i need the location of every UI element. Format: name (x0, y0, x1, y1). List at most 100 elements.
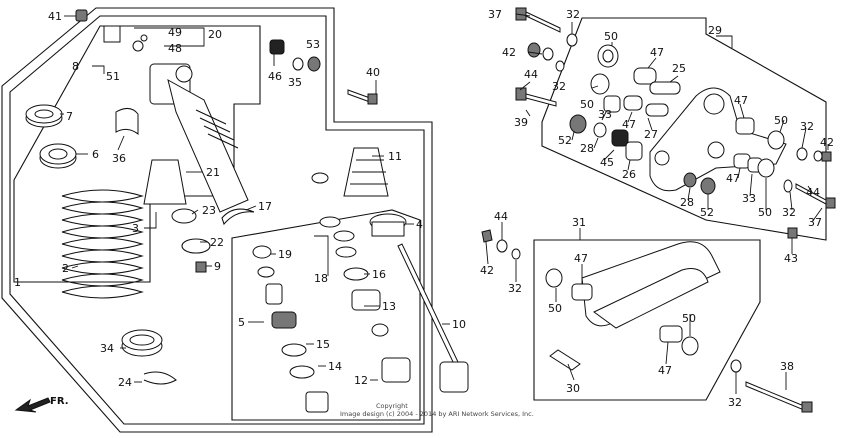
stopper-23 (171, 208, 197, 224)
callout-17: 17 (258, 200, 272, 213)
front-arrow-label: FR. (50, 396, 69, 407)
cup-12 (381, 357, 411, 383)
callout-15: 15 (316, 338, 330, 351)
nut-42c (481, 229, 493, 243)
callout-42c: 42 (480, 264, 494, 277)
bearing-47a (633, 67, 657, 85)
callout-30: 30 (566, 382, 580, 395)
bearing-47b (623, 95, 643, 111)
callout-43: 43 (784, 252, 798, 265)
bearing-33 (603, 95, 621, 113)
callout-47e: 47 (574, 252, 588, 265)
callout-7: 7 (66, 110, 73, 123)
washer-42a (527, 42, 554, 61)
callout-50b: 50 (580, 98, 594, 111)
callout-34: 34 (100, 342, 114, 355)
washer-32b (555, 60, 565, 72)
callout-32f: 32 (728, 396, 742, 409)
callout-29: 29 (708, 24, 722, 37)
seal-28a (593, 122, 607, 138)
collar-27 (645, 103, 669, 117)
callout-23: 23 (202, 204, 216, 217)
copyright-line-2: Image design (c) 2004 - 2014 by ARI Netw… (340, 410, 534, 418)
seal-50f (681, 336, 699, 356)
seal-50b (590, 73, 610, 95)
callout-47f: 47 (658, 364, 672, 377)
callout-49: 49 (168, 26, 182, 39)
bearing-47e (571, 283, 593, 301)
callout-33b: 33 (742, 192, 756, 205)
callout-47c: 47 (734, 94, 748, 107)
callout-32a: 32 (566, 8, 580, 21)
callout-50f: 50 (682, 312, 696, 325)
leader-lines (24, 13, 829, 394)
callout-27: 27 (644, 128, 658, 141)
callout-50d: 50 (758, 206, 772, 219)
callout-46: 46 (268, 70, 282, 83)
bearing-47f (659, 325, 683, 343)
callout-24: 24 (118, 376, 132, 389)
bolt-38 (745, 381, 813, 413)
callout-37a: 37 (488, 8, 502, 21)
callout-40: 40 (366, 66, 380, 79)
callout-45: 45 (600, 156, 614, 169)
nut-9 (195, 261, 207, 273)
callout-26: 26 (622, 168, 636, 181)
callout-10: 10 (452, 318, 466, 331)
callout-53: 53 (306, 38, 320, 51)
callout-16: 16 (372, 268, 386, 281)
callout-32b: 32 (552, 80, 566, 93)
rod-group-outline (533, 239, 761, 401)
callout-20: 20 (208, 28, 222, 41)
callout-42a: 42 (502, 46, 516, 59)
bearing-45 (611, 129, 629, 147)
seal-50c (767, 130, 785, 150)
callout-47a: 47 (650, 46, 664, 59)
spring-nut-7 (25, 104, 63, 128)
callout-50e: 50 (548, 302, 562, 315)
callout-6: 6 (92, 148, 99, 161)
washer-32d (783, 179, 793, 193)
callout-47b: 47 (622, 118, 636, 131)
callout-50c: 50 (774, 114, 788, 127)
seal-50a (597, 44, 619, 68)
callout-21: 21 (206, 166, 220, 179)
callout-14: 14 (328, 360, 342, 373)
callout-28a: 28 (580, 142, 594, 155)
shims (319, 216, 389, 337)
front-arrow: FR. (14, 396, 69, 413)
piston-rod-10 (397, 243, 469, 393)
callout-13: 13 (382, 300, 396, 313)
callout-48: 48 (168, 42, 182, 55)
callout-38: 38 (780, 360, 794, 373)
callout-52a: 52 (558, 134, 572, 147)
bearing-26 (625, 141, 643, 161)
shock-assembly-outline (1, 7, 433, 433)
shock-body-outline (13, 25, 261, 283)
callout-11: 11 (388, 150, 402, 163)
callout-25: 25 (672, 62, 686, 75)
callout-28b: 28 (680, 196, 694, 209)
nut-41 (75, 9, 88, 22)
shock-assembly-inner-outline (9, 15, 425, 425)
connecting-rod-31 (581, 241, 721, 329)
bolt-39 (515, 87, 557, 107)
callout-32d: 32 (782, 206, 796, 219)
bolt-37a (515, 7, 561, 33)
seal-50d (757, 158, 775, 178)
callout-32c: 32 (800, 120, 814, 133)
callout-33a: 33 (598, 108, 612, 121)
callout-50a: 50 (604, 30, 618, 43)
washer-44b (813, 150, 823, 162)
callout-51: 51 (106, 70, 120, 83)
seat-36 (115, 108, 139, 136)
cap-4 (369, 213, 407, 237)
washer-53 (307, 56, 321, 72)
callout-35: 35 (288, 76, 302, 89)
callout-19: 19 (278, 248, 292, 261)
callout-36: 36 (112, 152, 126, 165)
callout-37b: 37 (808, 216, 822, 229)
copyright-line-1: Copyright (376, 402, 408, 410)
